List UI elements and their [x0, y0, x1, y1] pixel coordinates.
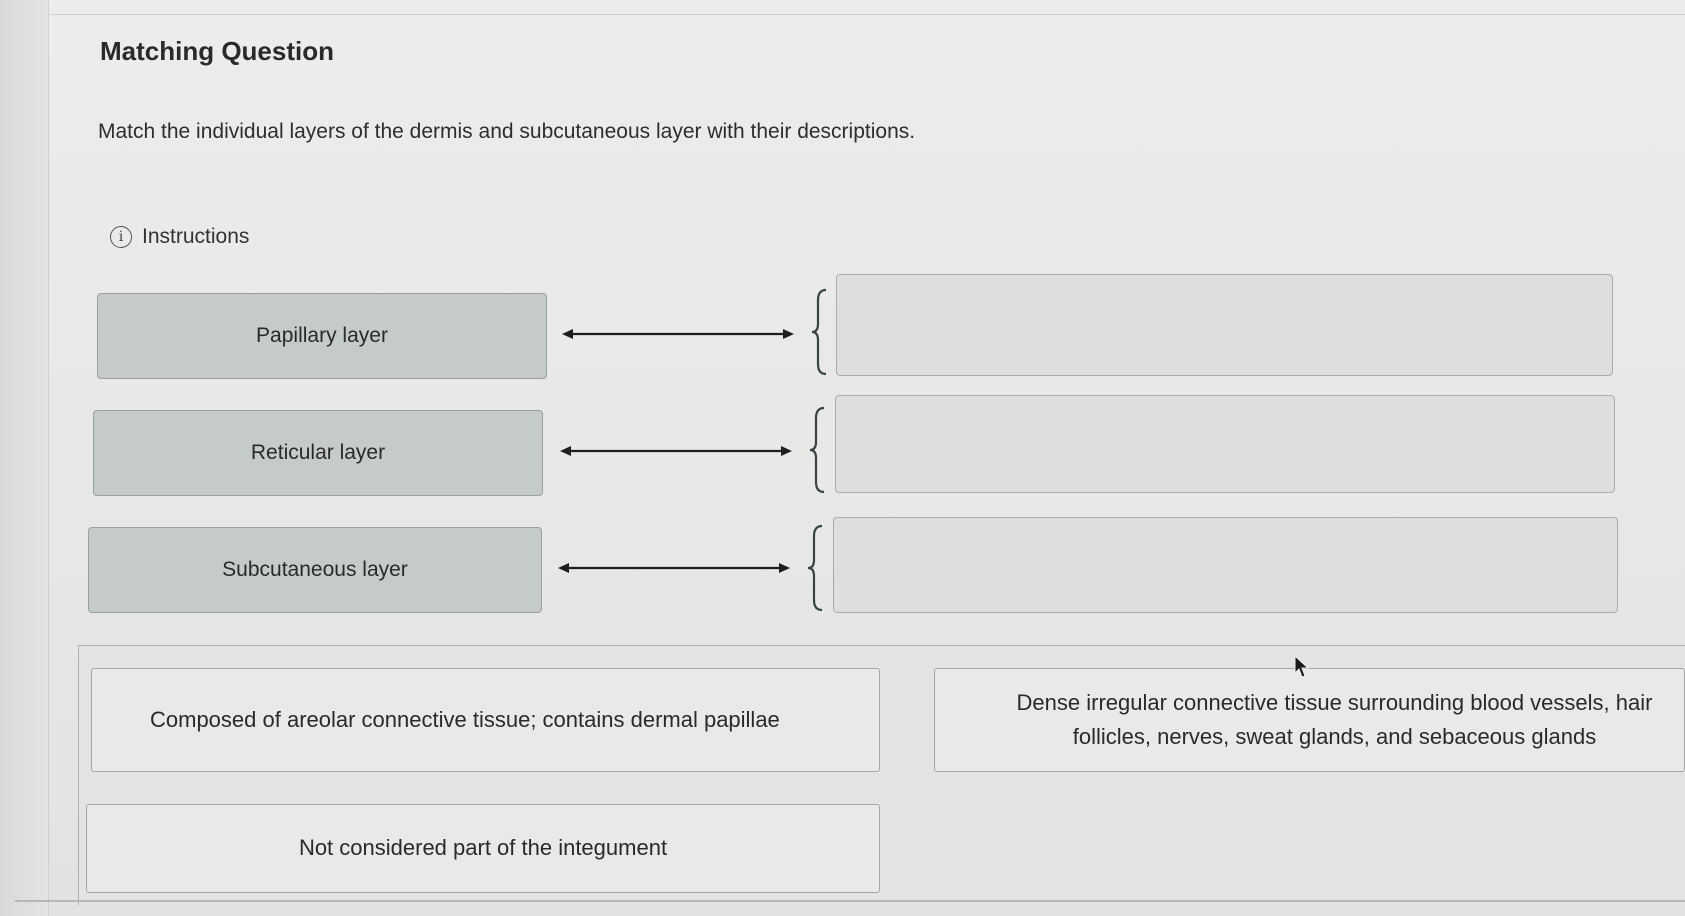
double-arrow-icon: [560, 446, 792, 456]
term-label: Reticular layer: [250, 441, 386, 464]
double-arrow-icon: [558, 563, 790, 573]
choice-text: Dense irregular connective tissue surrou…: [1016, 689, 1653, 749]
instructions-label: Instructions: [142, 225, 250, 248]
brace-icon: [809, 406, 825, 494]
bottom-divider: [15, 900, 1685, 902]
dropzone-3[interactable]: [833, 517, 1618, 613]
term-label: Subcutaneous layer: [222, 558, 408, 581]
term-subcutaneous-layer[interactable]: Subcutaneous layer: [88, 527, 542, 613]
choice-text: Composed of areolar connective tissue; c…: [150, 706, 780, 732]
top-divider: [50, 14, 1685, 15]
mouse-cursor-icon: [1294, 655, 1310, 678]
term-label: Papillary layer: [256, 324, 388, 347]
choice-areolar-tissue[interactable]: Composed of areolar connective tissue; c…: [91, 668, 880, 772]
double-arrow-icon: [562, 329, 794, 339]
dropzone-2[interactable]: [835, 395, 1615, 493]
instructions-toggle[interactable]: i Instructions: [110, 225, 249, 249]
brace-icon: [811, 288, 827, 376]
question-prompt: Match the individual layers of the dermi…: [98, 120, 916, 143]
term-papillary-layer[interactable]: Papillary layer: [97, 293, 547, 379]
dropzone-1[interactable]: [836, 274, 1613, 376]
brace-icon: [807, 524, 823, 612]
choice-not-integument[interactable]: Not considered part of the integument: [86, 804, 880, 893]
term-reticular-layer[interactable]: Reticular layer: [93, 410, 543, 496]
left-edge: [0, 0, 49, 916]
info-icon: i: [110, 226, 132, 248]
question-title: Matching Question: [100, 36, 334, 66]
choice-text: Not considered part of the integument: [298, 835, 668, 861]
choice-dense-irregular-tissue[interactable]: Dense irregular connective tissue surrou…: [934, 668, 1685, 772]
